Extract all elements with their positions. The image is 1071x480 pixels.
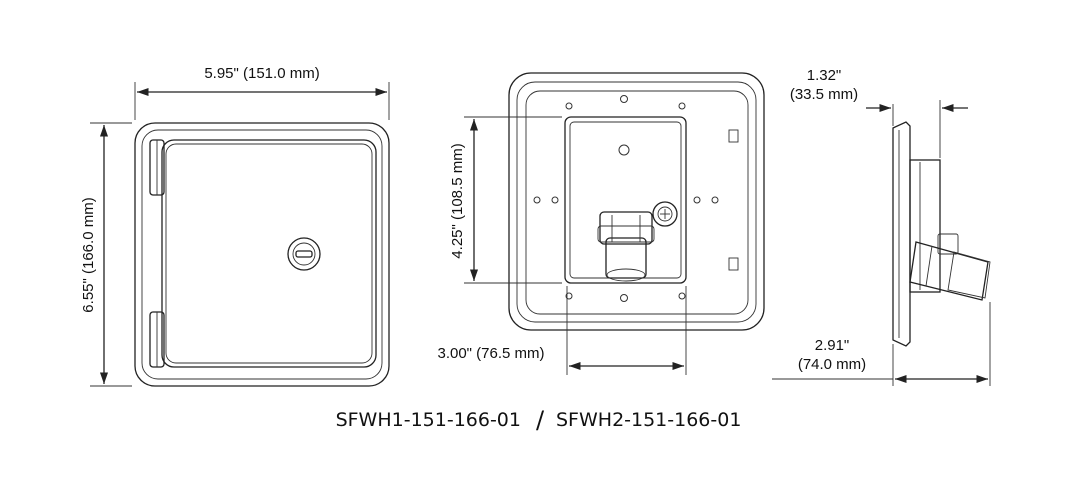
model-number-2: SFWH2-151-166-01	[556, 409, 741, 431]
depth-top-inch-label: 1.32"	[807, 67, 842, 84]
back-view-flange: 4.25" (108.5 mm) 3.00" (76.5 mm)	[437, 72, 765, 375]
model-number-1: SFWH1-151-166-01	[336, 409, 521, 431]
width-label: 5.95" (151.0 mm)	[204, 65, 319, 82]
inner-width-label: 3.00" (76.5 mm)	[437, 345, 544, 362]
hinge-bottom	[149, 311, 165, 368]
lock-icon	[287, 237, 321, 271]
hinge-top	[149, 139, 165, 196]
side-view: 1.32" (33.5 mm) 2.91" (74.0 mm)	[772, 67, 991, 386]
vent-cap-icon	[652, 201, 678, 227]
height-label: 6.55" (166.0 mm)	[80, 197, 97, 312]
depth-top-mm-label: (33.5 mm)	[790, 86, 858, 103]
depth-bottom-inch-label: 2.91"	[815, 337, 850, 354]
depth-bottom-mm-label: (74.0 mm)	[798, 356, 866, 373]
model-separator: /	[536, 406, 545, 434]
model-numbers: SFWH1-151-166-01 / SFWH2-151-166-01	[336, 406, 742, 434]
inlet-side-icon	[909, 241, 991, 301]
water-inlet-icon	[597, 211, 655, 282]
mounting-holes	[533, 95, 719, 302]
front-view-door: 5.95" (151.0 mm) 6.55" (166.0 mm)	[80, 65, 390, 387]
inner-height-label: 4.25" (108.5 mm)	[449, 143, 466, 258]
